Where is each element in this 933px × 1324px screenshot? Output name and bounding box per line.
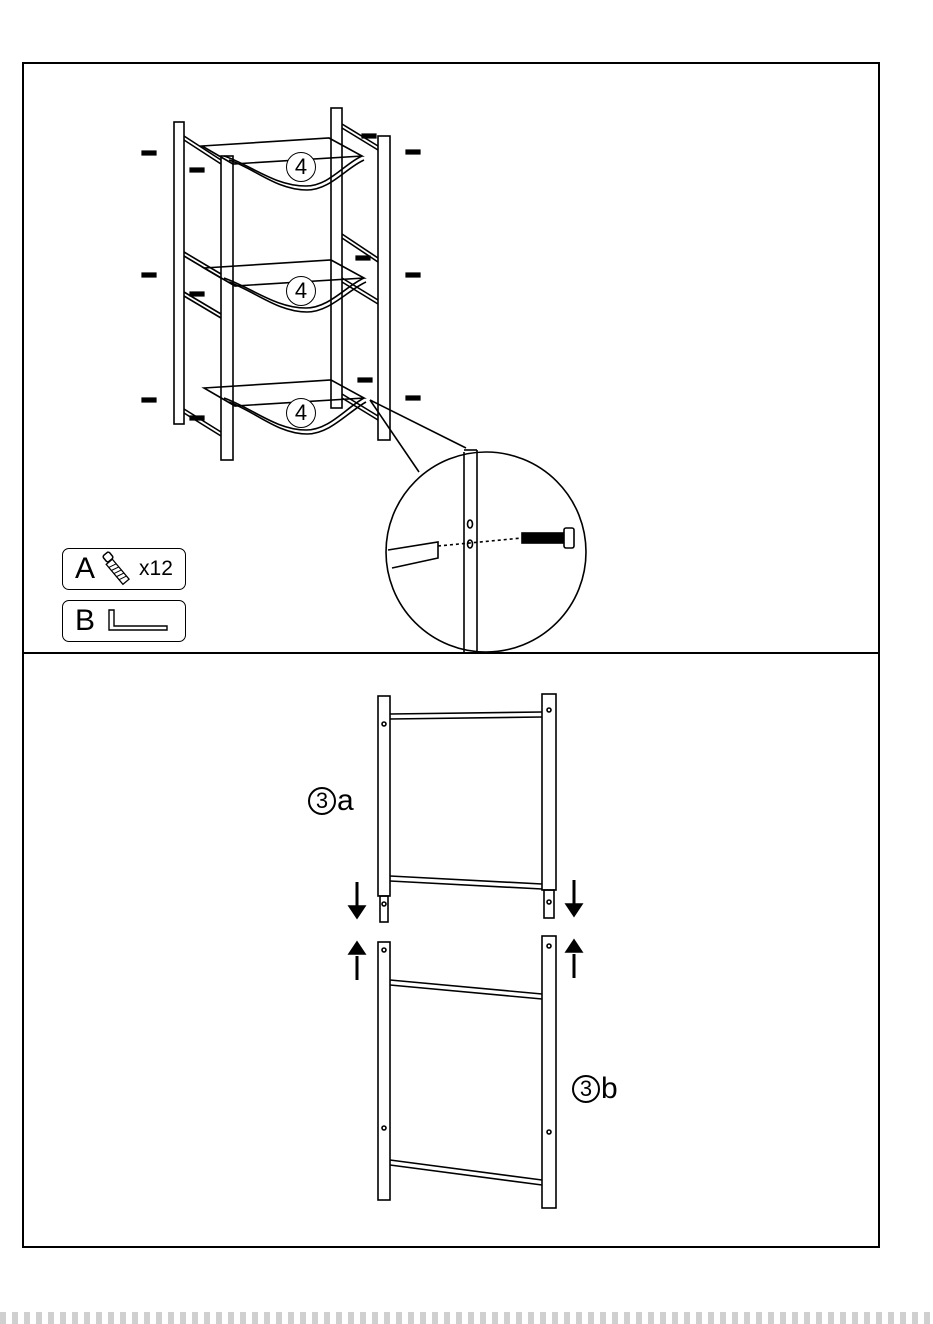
shelf-callout-middle: 4 [286, 276, 316, 306]
frame-3b-label: 3 b [572, 1074, 618, 1104]
shelf-callout-bottom: 4 [286, 398, 316, 428]
frame-3a-label: 3 a [308, 786, 354, 816]
frame-3b-number: 3 [572, 1075, 600, 1103]
side-rails-right [342, 124, 378, 420]
post-front-left [221, 156, 233, 460]
step-panel-top: 4 4 4 A x12 B [22, 62, 880, 654]
frame-3a-number: 3 [308, 787, 336, 815]
frame-3a-suffix: a [337, 786, 354, 816]
part-tag-b: B [62, 600, 186, 642]
screw-icon [101, 549, 135, 589]
frame-3a [378, 694, 556, 922]
frame-3b [378, 936, 556, 1208]
arrow-up-left-icon [349, 942, 365, 980]
part-letter: A [75, 554, 95, 584]
part-letter: B [75, 606, 95, 636]
frame-3a-right-post [542, 694, 556, 890]
frame-3b-right-post [542, 936, 556, 1208]
side-frames-diagram [24, 654, 882, 1250]
page-edge-strip [0, 1312, 933, 1324]
frame-3b-suffix: b [601, 1074, 618, 1104]
shelf-top [202, 138, 364, 190]
hex-key-icon [105, 606, 171, 636]
arrow-up-right-icon [566, 940, 582, 978]
arrow-down-right-icon [566, 880, 582, 916]
post-front-right [378, 136, 390, 440]
step-panel-bottom: 3 a 3 b [22, 652, 880, 1248]
post-back-right [331, 108, 342, 408]
part-quantity: x12 [139, 557, 173, 581]
assembly-arrows [349, 880, 582, 980]
post-back-left [174, 122, 184, 424]
shelf-callout-top: 4 [286, 152, 316, 182]
arrow-down-left-icon [349, 882, 365, 918]
part-tag-a: A x12 [62, 548, 186, 590]
frame-3a-left-insert [380, 896, 388, 922]
detail-callout [370, 400, 586, 652]
frame-3b-left-post [378, 942, 390, 1200]
side-rails-left [184, 136, 221, 436]
